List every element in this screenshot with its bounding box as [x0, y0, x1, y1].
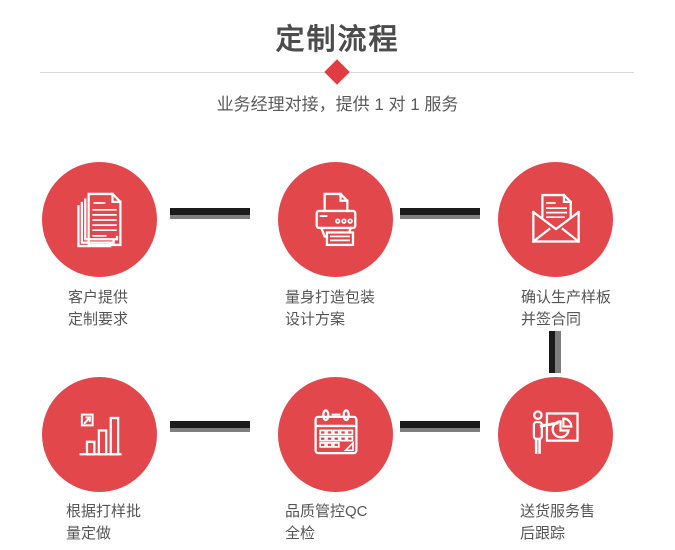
- step-label-1: 客户提供 定制要求: [68, 287, 128, 331]
- step-label-5-line2: 全检: [285, 525, 316, 542]
- presentation-icon: [532, 409, 579, 454]
- step-circle-6: [498, 377, 613, 492]
- page-subtitle: 业务经理对接，提供 1 对 1 服务: [216, 95, 459, 114]
- step-label-3-line1: 确认生产样板: [521, 289, 612, 306]
- step-label-4-line2: 量定做: [66, 525, 112, 542]
- connector-step4-step5: [170, 421, 250, 432]
- step-label-6-line1: 送货服务售: [520, 503, 596, 520]
- connector-step2-step3: [400, 208, 480, 219]
- printer-icon: [315, 192, 356, 246]
- step-label-5: 品质管控QC 全检: [285, 501, 368, 545]
- step-circle-2: [278, 162, 393, 277]
- step-circle-1: [42, 162, 157, 277]
- step-label-2-line1: 量身打造包装: [285, 289, 376, 306]
- step-label-2: 量身打造包装 设计方案: [285, 287, 375, 331]
- step-label-4-line1: 根据打样批: [66, 503, 142, 520]
- step-label-4: 根据打样批 量定做: [66, 501, 141, 545]
- calendar-icon: [313, 408, 358, 454]
- step-label-5-line1: 品质管控QC: [285, 503, 368, 520]
- step-circle-3: [498, 162, 613, 277]
- step-circle-5: [278, 377, 393, 492]
- step-label-1-line2: 定制要求: [68, 311, 129, 328]
- step-circle-4: [42, 377, 157, 492]
- connector-step1-step2: [170, 208, 250, 219]
- step-label-2-line2: 设计方案: [285, 311, 346, 328]
- documents-icon: [76, 192, 122, 247]
- step-label-3: 确认生产样板 并签合同: [521, 287, 611, 331]
- connector-step3-step6: [549, 331, 561, 373]
- envelope-icon: [531, 193, 580, 243]
- page-title: 定制流程: [275, 24, 400, 56]
- connector-step5-step6: [400, 421, 480, 432]
- step-label-1-line1: 客户提供: [68, 289, 129, 306]
- bar-chart-icon: [79, 413, 122, 455]
- step-label-6: 送货服务售 后跟踪: [520, 501, 595, 545]
- step-label-6-line2: 后跟踪: [520, 525, 566, 542]
- step-label-3-line2: 并签合同: [521, 311, 582, 328]
- diamond-icon: [324, 59, 350, 85]
